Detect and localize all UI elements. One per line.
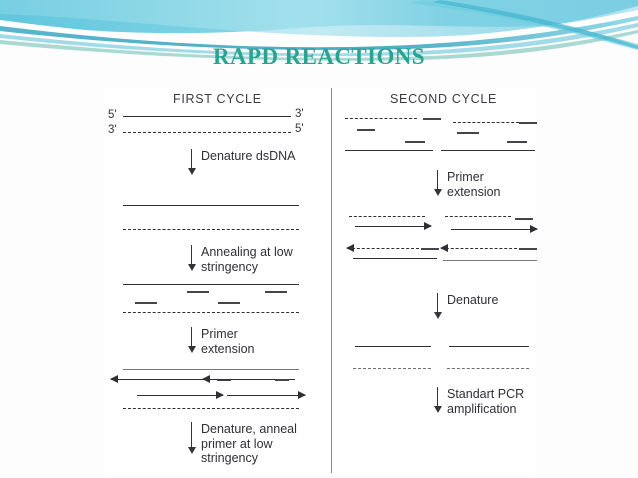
primer-2nd-top-left-a bbox=[423, 118, 441, 120]
arrow-extension-left-forward bbox=[137, 391, 224, 400]
strand-separated-bottom bbox=[123, 229, 299, 230]
label-3prime-right: 3' bbox=[295, 108, 304, 120]
arrow-extension-right-reverse bbox=[202, 375, 295, 384]
step-standart-pcr-label: Standart PCR amplification bbox=[447, 387, 525, 416]
step-primer-extension-2nd-label: Primer extension bbox=[447, 170, 501, 199]
step-denature-dsdna: Denature dsDNA bbox=[187, 149, 296, 175]
strand-bottom-original bbox=[123, 132, 291, 133]
primer-2nd-mid-right bbox=[507, 141, 527, 143]
strand-top-original bbox=[123, 116, 291, 117]
step-denature-2nd-label: Denature bbox=[447, 293, 499, 307]
step-denature-anneal-primer: Denature, anneal primer at low stringenc… bbox=[187, 422, 297, 466]
down-arrow-icon bbox=[187, 245, 196, 271]
strand-2nd-top-right-dashed bbox=[453, 122, 519, 123]
primer-2nd-top-right-b bbox=[457, 132, 479, 134]
down-arrow-icon bbox=[187, 422, 196, 456]
step-annealing-low-stringency: Annealing at low stringency bbox=[187, 245, 293, 274]
strand-2nd-top-left-dashed bbox=[345, 118, 417, 119]
arrow-extension-left-reverse bbox=[110, 375, 213, 384]
second-cycle-heading: SECOND CYCLE bbox=[390, 92, 498, 106]
arrow-head-left-icon bbox=[110, 375, 118, 383]
column-divider bbox=[331, 88, 332, 473]
primer-2nd-rev-right bbox=[519, 248, 537, 250]
strand-separated-top bbox=[123, 205, 299, 206]
down-arrow-icon bbox=[433, 387, 442, 413]
primer-2nd-top-left-b bbox=[357, 129, 375, 131]
arrow-head-right-icon bbox=[298, 391, 306, 399]
strand-final-left-dashed bbox=[353, 368, 431, 369]
strand-final-left-solid bbox=[355, 346, 431, 347]
primer-extension-gap-1 bbox=[217, 379, 231, 381]
arrow-2nd-reverse-left bbox=[346, 244, 419, 253]
primer-anneal-top-1 bbox=[187, 291, 209, 293]
step-denature-anneal-label: Denature, anneal primer at low stringenc… bbox=[201, 422, 297, 465]
down-arrow-icon bbox=[187, 327, 196, 353]
arrow-head-left-icon bbox=[202, 375, 210, 383]
first-cycle-heading: FIRST CYCLE bbox=[173, 92, 262, 106]
step-annealing-label: Annealing at low stringency bbox=[201, 245, 293, 274]
arrow-head-right-icon bbox=[424, 222, 432, 230]
step-primer-extension: Primer extension bbox=[187, 327, 255, 356]
primer-2nd-top-right-a bbox=[519, 122, 537, 124]
primer-extension-gap-2 bbox=[275, 379, 289, 381]
strand-final-right-dashed bbox=[447, 368, 529, 369]
arrow-2nd-forward-left bbox=[355, 222, 432, 231]
page-title: RAPD REACTIONS bbox=[213, 44, 425, 69]
primer-anneal-top-2 bbox=[265, 291, 287, 293]
primer-anneal-bottom-1 bbox=[135, 302, 157, 304]
arrow-head-right-icon bbox=[216, 391, 224, 399]
down-arrow-icon bbox=[187, 149, 196, 175]
strand-2nd-rev-solid-left bbox=[353, 258, 437, 259]
strand-2nd-ext-dashed-left bbox=[349, 216, 425, 217]
label-5prime-right: 5' bbox=[295, 123, 304, 135]
strand-anneal-bottom bbox=[123, 312, 299, 313]
strand-2nd-solid-left bbox=[345, 150, 433, 151]
arrow-2nd-reverse-right bbox=[440, 244, 517, 253]
arrow-head-left-icon bbox=[346, 244, 354, 252]
arrow-2nd-forward-right bbox=[451, 225, 538, 234]
down-arrow-icon bbox=[433, 170, 442, 196]
step-primer-extension-label: Primer extension bbox=[201, 327, 255, 356]
primer-2nd-rev-left bbox=[421, 248, 439, 250]
step-denature-2nd: Denature bbox=[433, 293, 498, 319]
step-denature-dsdna-label: Denature dsDNA bbox=[201, 149, 296, 163]
down-arrow-icon bbox=[433, 293, 442, 319]
arrow-head-left-icon bbox=[440, 244, 448, 252]
label-5prime-left: 5' bbox=[108, 109, 117, 121]
strand-2nd-ext-dashed-right bbox=[445, 216, 511, 217]
strand-2nd-rev-solid-right bbox=[443, 260, 537, 261]
strand-extension-top bbox=[123, 369, 299, 370]
label-3prime-left: 3' bbox=[108, 124, 117, 136]
primer-2nd-mid-left bbox=[405, 141, 425, 143]
primer-anneal-bottom-2 bbox=[218, 302, 240, 304]
strand-anneal-top bbox=[123, 284, 299, 285]
primer-2nd-ext-right bbox=[515, 218, 533, 220]
strand-extension-bottom bbox=[123, 408, 299, 409]
strand-final-right-solid bbox=[449, 346, 529, 347]
arrow-extension-right-forward bbox=[227, 391, 306, 400]
step-primer-extension-2nd: Primer extension bbox=[433, 170, 501, 199]
rapd-diagram-panel: FIRST CYCLE 5' 3' 3' 5' Denature dsDNA A… bbox=[105, 88, 538, 473]
strand-2nd-solid-right bbox=[441, 150, 535, 151]
arrow-head-right-icon bbox=[530, 225, 538, 233]
step-standart-pcr-amplification: Standart PCR amplification bbox=[433, 387, 524, 416]
